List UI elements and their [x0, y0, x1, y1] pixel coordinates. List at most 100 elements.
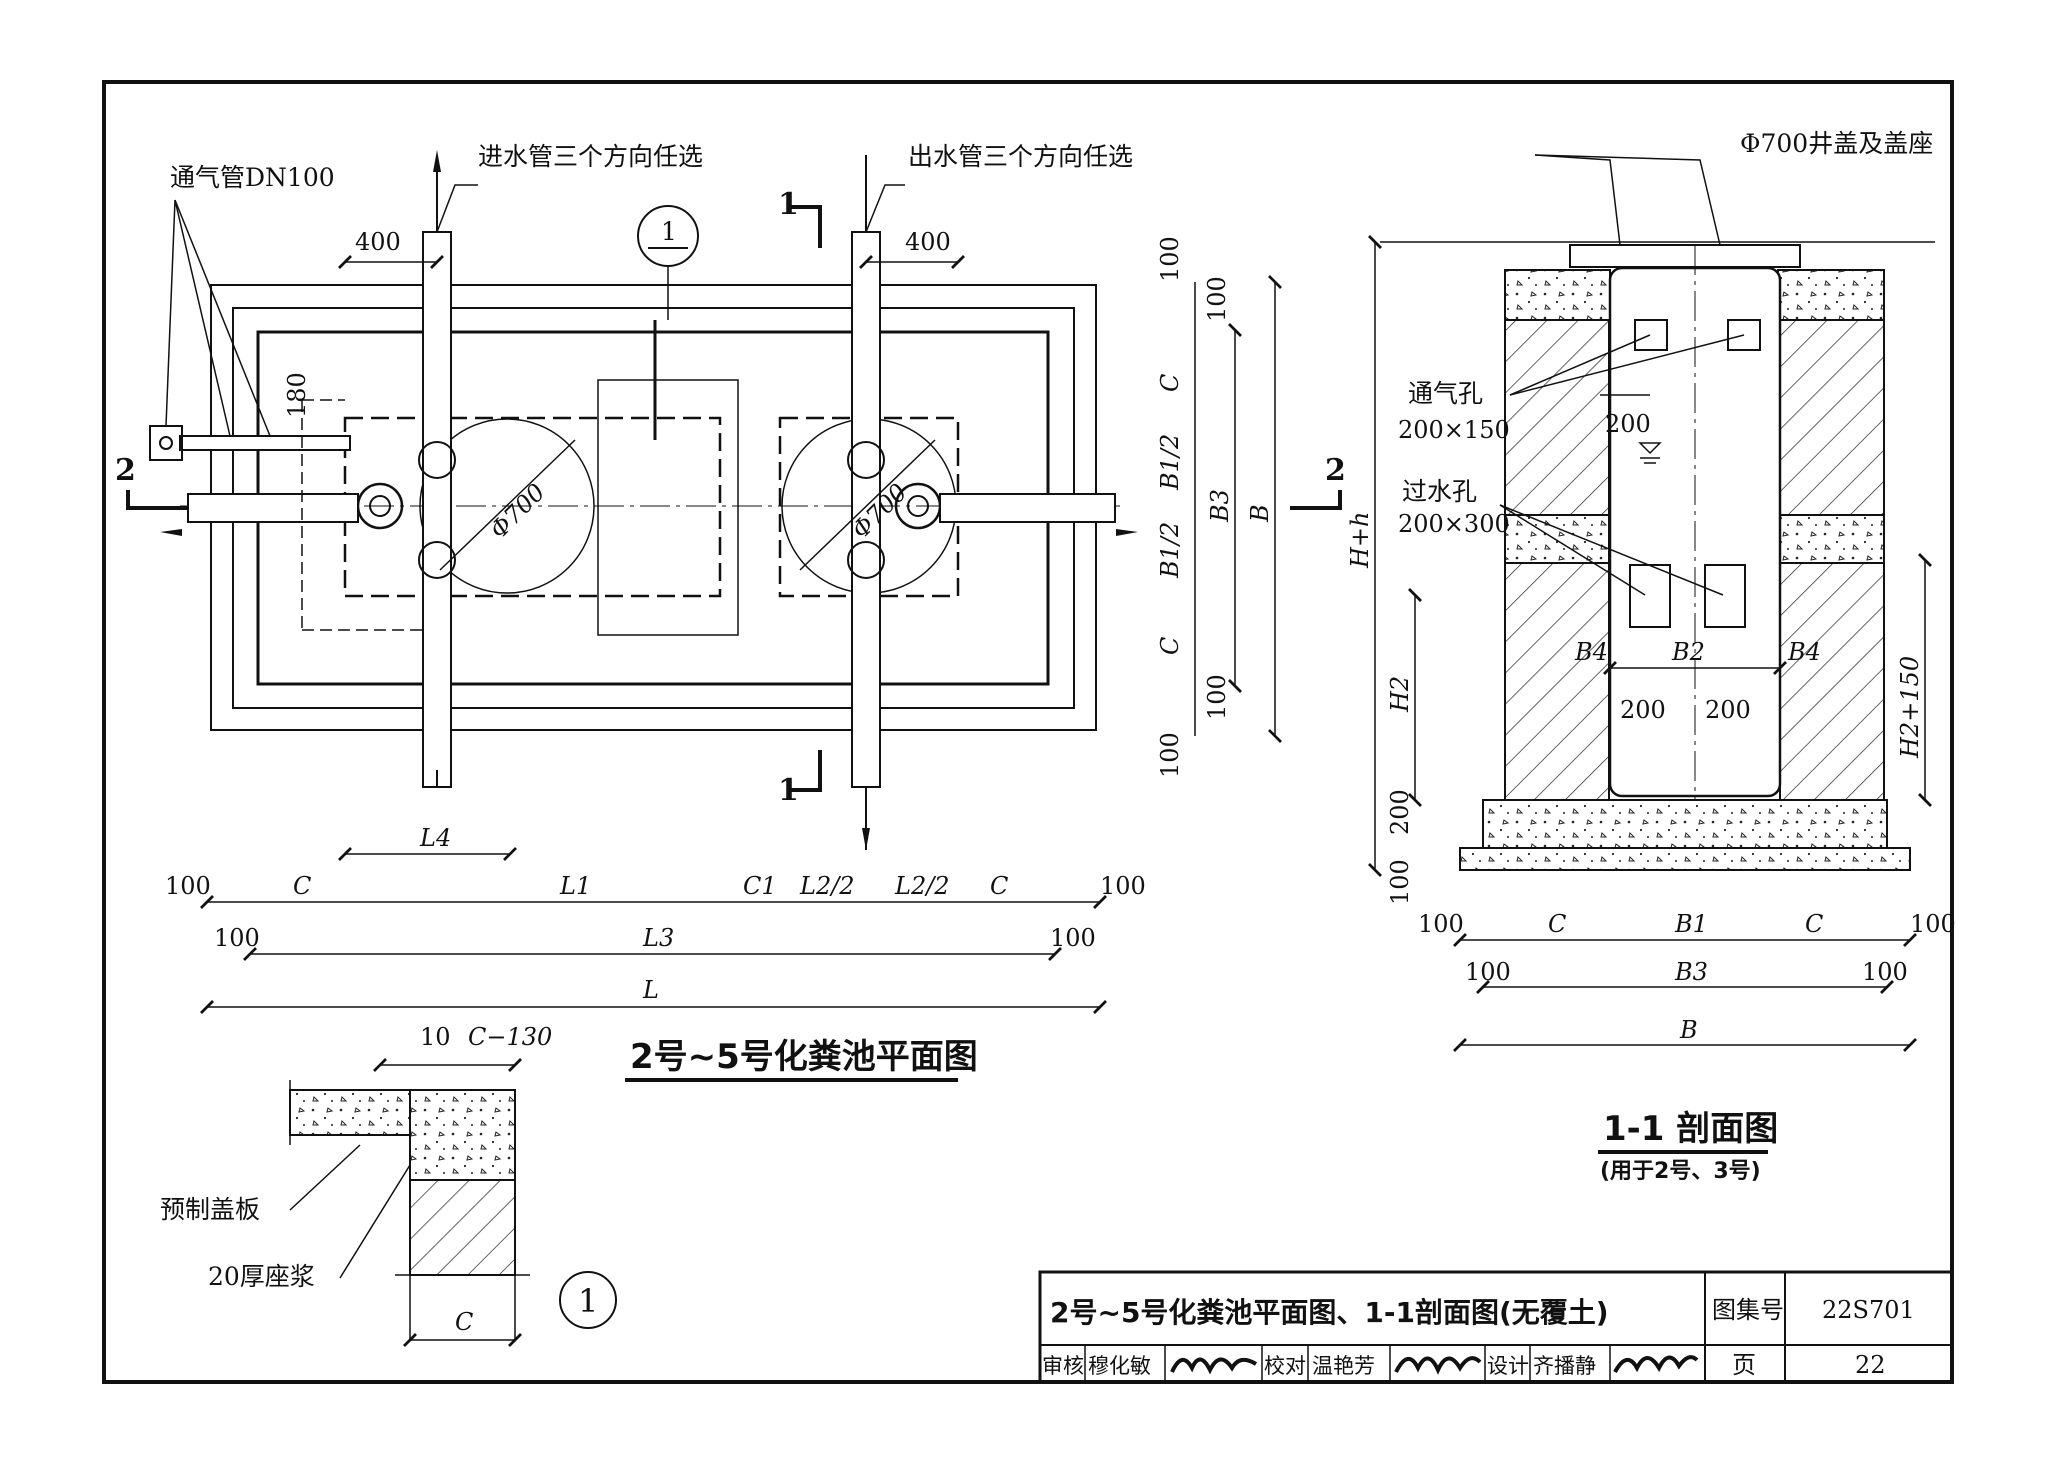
- vent-pipe-label: 通气管DN100: [170, 163, 335, 192]
- reviewer-signature: [1170, 1357, 1258, 1375]
- designer-name: 齐播静: [1533, 1354, 1596, 1378]
- dim-L1: L1: [559, 872, 591, 900]
- section-band-left: [1504, 514, 1610, 564]
- dim-s-100-b: 100: [1910, 910, 1956, 938]
- detail-view: [289, 1058, 617, 1347]
- section-labels: Φ700井盖及盖座 通气孔 200×150 过水孔 200×300 200 H+…: [1346, 129, 1956, 1184]
- dim-v-100-d: 100: [1156, 732, 1184, 778]
- dim-400-right: 400: [905, 228, 951, 256]
- vent-hole-size: 200×150: [1398, 416, 1510, 444]
- dim-100-c: 100: [214, 924, 260, 952]
- dim-C1: C1: [743, 872, 777, 900]
- dim-s-B3: B3: [1674, 958, 1708, 986]
- plan-inner-wall: [256, 330, 1050, 686]
- inlet-pipe-label: 进水管三个方向任选: [478, 142, 703, 171]
- section-mark-1-bottom: 1: [778, 773, 799, 808]
- manhole-cover: [1569, 244, 1801, 268]
- sheet-border: [102, 80, 1954, 1384]
- dim-s-B: B: [1679, 1016, 1698, 1044]
- section-top-slab-right: [1777, 269, 1885, 321]
- dim-v-C-b: C: [1156, 637, 1184, 655]
- dim-s-100-d: 100: [1862, 958, 1908, 986]
- dim-100-b: 100: [1100, 872, 1146, 900]
- section-band-right: [1779, 514, 1885, 564]
- atlas-number: 22S701: [1822, 1296, 1915, 1324]
- dim-s-200-b: 200: [1705, 696, 1751, 724]
- section-mark-2-left: 2: [115, 453, 136, 488]
- dim-L3: L3: [642, 924, 674, 952]
- dim-L2half-b: L2/2: [894, 872, 950, 900]
- dim-d-C: C: [455, 1308, 473, 1336]
- detail-bubble-number: 1: [661, 217, 677, 246]
- dim-100-d: 100: [1050, 924, 1096, 952]
- diameter-left: Φ700: [484, 478, 550, 544]
- detail-id-circle: [559, 1271, 617, 1329]
- dim-L: L: [642, 976, 659, 1004]
- dim-400-left: 400: [355, 228, 401, 256]
- dim-100-a: 100: [165, 872, 211, 900]
- page-number: 22: [1855, 1351, 1886, 1379]
- dim-d-10: 10: [420, 1023, 451, 1051]
- dim-s-100-foot: 100: [1386, 859, 1414, 905]
- dim-v-B: B: [1246, 504, 1274, 523]
- designer-signature: [1613, 1355, 1699, 1373]
- dim-s-C-a: C: [1548, 910, 1566, 938]
- dim-v-C-a: C: [1156, 374, 1184, 392]
- plan-partition: [597, 379, 739, 636]
- check-label: 校对: [1264, 1354, 1306, 1378]
- drawing-title: 2号~5号化粪池平面图、1-1剖面图(无覆土): [1050, 1296, 1609, 1329]
- dim-C-a: C: [293, 872, 311, 900]
- dim-s-C-b: C: [1805, 910, 1823, 938]
- dim-s-B4-a: B4: [1574, 638, 1608, 666]
- mortar-bed-label: 20厚座浆: [208, 1262, 315, 1291]
- section-base-slab: [1482, 799, 1888, 849]
- atlas-label: 图集号: [1712, 1296, 1784, 1324]
- dim-v-B1half-a: B1/2: [1156, 434, 1184, 491]
- dim-v-B3: B3: [1206, 489, 1234, 523]
- section-mark-1-top: 1: [778, 187, 799, 222]
- section-title: 1-1 剖面图: [1603, 1109, 1778, 1149]
- title-block: [1038, 1270, 1954, 1384]
- water-hole-size: 200×300: [1398, 510, 1510, 538]
- dim-s-B2: B2: [1671, 638, 1705, 666]
- plan-labels: 通气管DN100 进水管三个方向任选 出水管三个方向任选 400 400 180…: [115, 142, 1346, 1077]
- review-label: 审核: [1042, 1354, 1084, 1378]
- dim-s-200-vent: 200: [1605, 410, 1651, 438]
- dim-v-100-b: 100: [1203, 276, 1231, 322]
- checker-signature: [1394, 1356, 1482, 1375]
- page-label: 页: [1732, 1351, 1756, 1379]
- vent-hole-label: 通气孔: [1408, 379, 1483, 408]
- dim-v-B1half-b: B1/2: [1156, 522, 1184, 579]
- dim-s-200-a: 200: [1620, 696, 1666, 724]
- plan-dimensions: [200, 255, 1282, 1014]
- dim-v-100-c: 100: [1203, 674, 1231, 720]
- section-mark-2-right: 2: [1325, 453, 1346, 488]
- reviewer-name: 穆化敏: [1088, 1354, 1151, 1378]
- section-footing: [1459, 847, 1911, 871]
- dim-s-B4-b: B4: [1787, 638, 1821, 666]
- title-block-text: 2号~5号化粪池平面图、1-1剖面图(无覆土) 图集号 22S701 审核 穆化…: [1042, 1296, 1915, 1379]
- section-top-slab-left: [1504, 269, 1611, 321]
- detail-id-number: 1: [578, 1282, 598, 1320]
- dim-v-100-top: 100: [1156, 236, 1184, 282]
- precast-slab-label: 预制盖板: [160, 1195, 260, 1224]
- section-note: (用于2号、3号): [1600, 1159, 1761, 1184]
- dim-s-B1: B1: [1674, 910, 1708, 938]
- dim-s-100-c: 100: [1465, 958, 1511, 986]
- water-hole-label: 过水孔: [1402, 477, 1477, 506]
- detail-wall: [409, 1179, 516, 1276]
- outlet-pipe-label: 出水管三个方向任选: [908, 142, 1133, 171]
- design-label: 设计: [1487, 1354, 1529, 1378]
- dim-C-b: C: [990, 872, 1008, 900]
- section-view: [1368, 154, 1935, 1052]
- dim-L4: L4: [419, 824, 451, 852]
- dim-L2half-a: L2/2: [799, 872, 855, 900]
- detail-wall-cap: [409, 1089, 516, 1181]
- dim-s-200-base: 200: [1386, 789, 1414, 835]
- signatures: [1170, 1355, 1699, 1375]
- dim-d-C130: C−130: [468, 1023, 552, 1051]
- dim-s-H2-150: H2+150: [1896, 656, 1924, 759]
- checker-name: 温艳芳: [1312, 1354, 1375, 1378]
- plan-view: [126, 150, 1342, 850]
